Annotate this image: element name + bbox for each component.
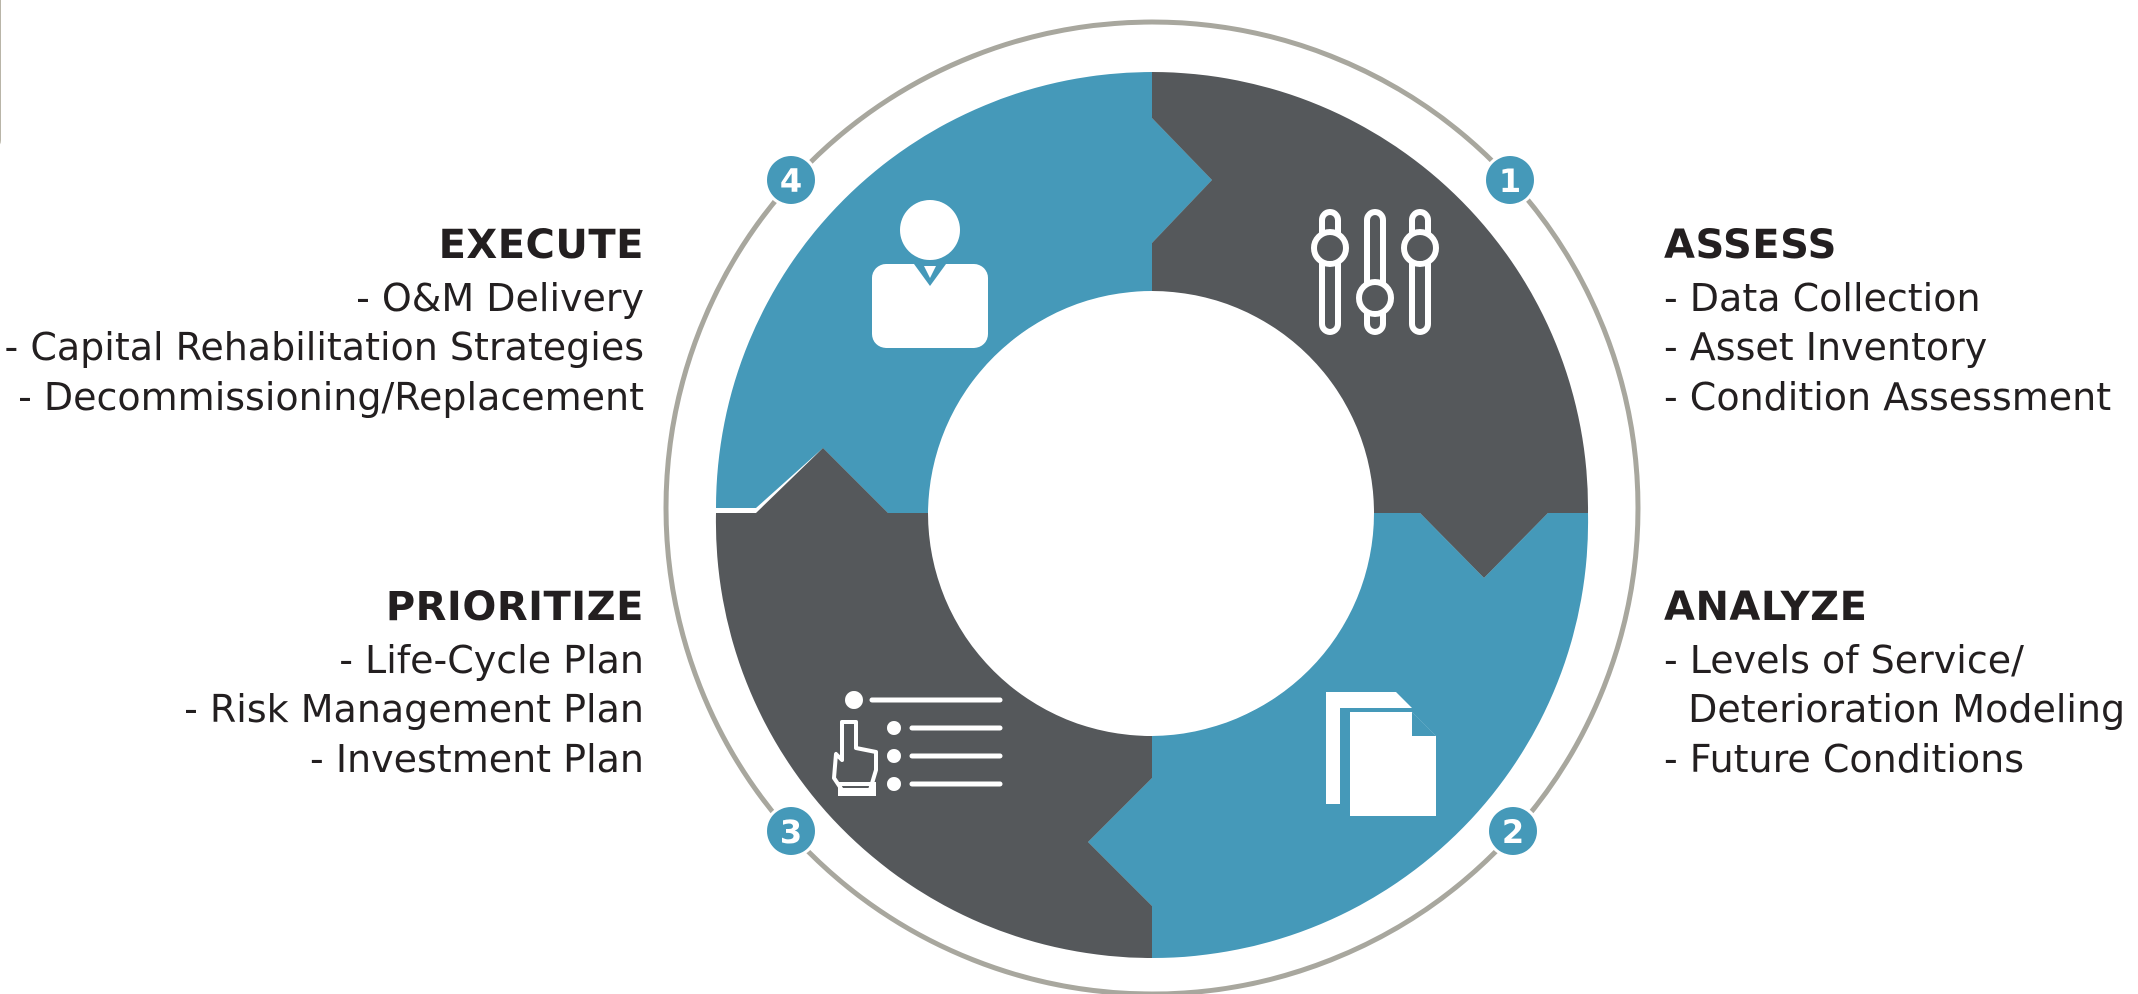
assess-item: - Data Collection [1664,276,1981,320]
execute-item: - Decommissioning/Replacement [18,374,644,419]
prioritize-panel: PRIORITIZE - Life-Cycle Plan - Risk Mana… [184,584,644,784]
person-icon [872,200,988,348]
assess-panel: ASSESS - Data Collection - Asset Invento… [1664,222,2111,422]
assess-item: - Asset Inventory [1664,325,1988,370]
assess-list: - Data Collection - Asset Inventory - Co… [1664,274,2111,422]
analyze-panel: ANALYZE - Levels of Service/ Deteriorati… [1664,584,2125,784]
outer-ring [663,19,1641,994]
prioritize-item: - Investment Plan [310,736,644,781]
badge-2: 2 [1486,804,1540,858]
sliders-icon [1311,209,1439,335]
execute-panel: EXECUTE - O&M Delivery - Capital Rehabil… [5,222,644,422]
badge-4-number: 4 [780,162,802,200]
assess-item: - Condition Assessment [1664,374,2112,419]
segment-prioritize [715,448,1152,958]
center-hole [930,291,1374,735]
prioritize-item: - Risk Management Plan [184,687,644,732]
badge-3-number: 3 [780,813,802,851]
analyze-item: - Future Conditions [1664,736,2025,781]
badge-1: 1 [1483,153,1537,207]
execute-list: - O&M Delivery - Capital Rehabilitation … [5,274,644,422]
prioritize-list: - Life-Cycle Plan - Risk Management Plan… [184,636,644,784]
prioritize-title: PRIORITIZE [385,584,644,630]
analyze-title: ANALYZE [1664,584,1868,630]
analyze-list: - Levels of Service/ Deterioration Model… [1664,636,2125,784]
prioritize-item: - Life-Cycle Plan [339,638,644,682]
execute-item: - O&M Delivery [356,276,644,320]
execute-item: - Capital Rehabilitation Strategies [4,325,644,370]
badge-3: 3 [764,804,818,858]
analyze-item: - Levels of Service/ [1664,638,2024,682]
documents-icon [1326,692,1436,816]
badge-2-number: 2 [1502,813,1524,851]
checklist-icon [832,691,1003,796]
badge-4: 4 [764,153,818,207]
analyze-item: Deterioration Modeling [1664,687,2126,732]
assess-title: ASSESS [1664,222,1837,268]
execute-title: EXECUTE [438,222,644,268]
badge-1-number: 1 [1499,162,1521,200]
